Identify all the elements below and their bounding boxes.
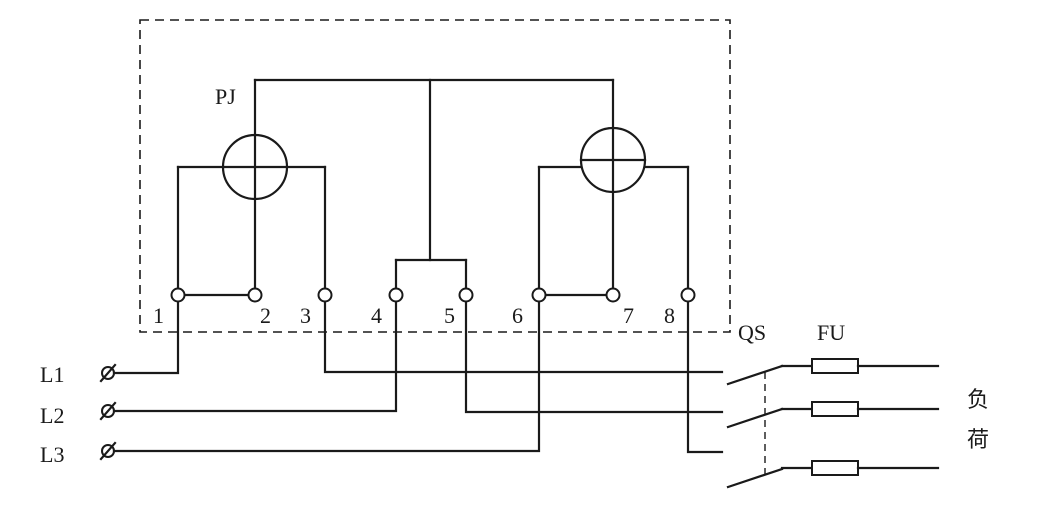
terminal-label-3: 3	[300, 303, 311, 328]
terminal-4-icon	[388, 287, 404, 303]
load-wiring	[856, 364, 940, 470]
load-label-line2: 荷	[967, 428, 989, 453]
meter-terminals	[170, 287, 696, 303]
fuse-label: FU	[817, 320, 845, 345]
terminal-5-icon	[458, 287, 474, 303]
supply-lines: L1 L2 L3	[40, 362, 117, 467]
terminal-labels: 1 2 3 4 5 6 7 8	[153, 303, 675, 328]
terminal-label-8: 8	[664, 303, 675, 328]
terminal-label-6: 6	[512, 303, 523, 328]
switch-label: QS	[738, 320, 766, 345]
meter-top-bus	[253, 78, 615, 290]
load-label-line1: 负	[967, 388, 989, 413]
meter-wiring	[112, 300, 724, 454]
terminal-label-7: 7	[623, 303, 634, 328]
terminal-6-icon	[531, 287, 547, 303]
terminal-8-icon	[680, 287, 696, 303]
switch-qs-icon	[726, 364, 784, 489]
terminal-label-4: 4	[371, 303, 382, 328]
terminal-7-icon	[605, 287, 621, 303]
terminal-2-icon	[247, 287, 263, 303]
line-label-l2: L2	[40, 403, 64, 428]
meter-element-left	[176, 133, 327, 297]
terminal-label-2: 2	[260, 303, 271, 328]
meter-element-right	[537, 126, 690, 297]
supply-terminal-l2-icon	[99, 401, 117, 421]
terminal-3-icon	[317, 287, 333, 303]
meter-label: PJ	[215, 84, 236, 109]
switch-to-fuse-wiring	[780, 364, 814, 470]
terminal-label-5: 5	[444, 303, 455, 328]
fuse-fu-icon	[811, 358, 859, 476]
line-label-l1: L1	[40, 362, 64, 387]
terminal-label-1: 1	[153, 303, 164, 328]
line-label-l3: L3	[40, 442, 64, 467]
supply-terminal-l1-icon	[99, 363, 117, 383]
terminal-1-icon	[170, 287, 186, 303]
